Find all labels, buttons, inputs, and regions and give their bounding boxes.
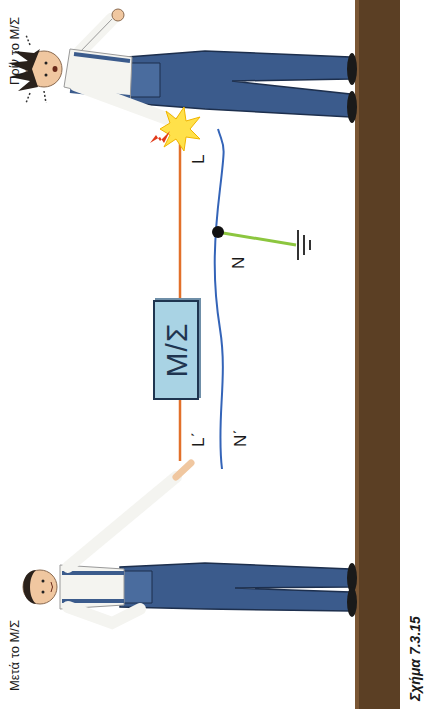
safe-worker [23, 463, 357, 623]
neutral-wire [215, 129, 224, 469]
phase-label: L΄ [190, 432, 209, 447]
neutral-label: N [230, 257, 249, 269]
ground [355, 0, 400, 709]
figure-caption: Σχήμα 7.3.15 [408, 616, 423, 701]
earth-wire [217, 232, 296, 245]
transformer-box: Μ/Σ [153, 300, 199, 400]
phase-wire [179, 129, 182, 461]
earth-point [212, 226, 224, 238]
electric-flash [150, 107, 200, 151]
box-label: Μ/Σ [160, 323, 193, 378]
earth-symbol [298, 230, 310, 260]
after-title: Μετά το Μ/Σ [8, 620, 22, 691]
phase-label: L [190, 155, 209, 164]
neutral-label: N΄ [232, 429, 251, 447]
before-title: Πρίν το Μ/Σ [8, 17, 22, 85]
